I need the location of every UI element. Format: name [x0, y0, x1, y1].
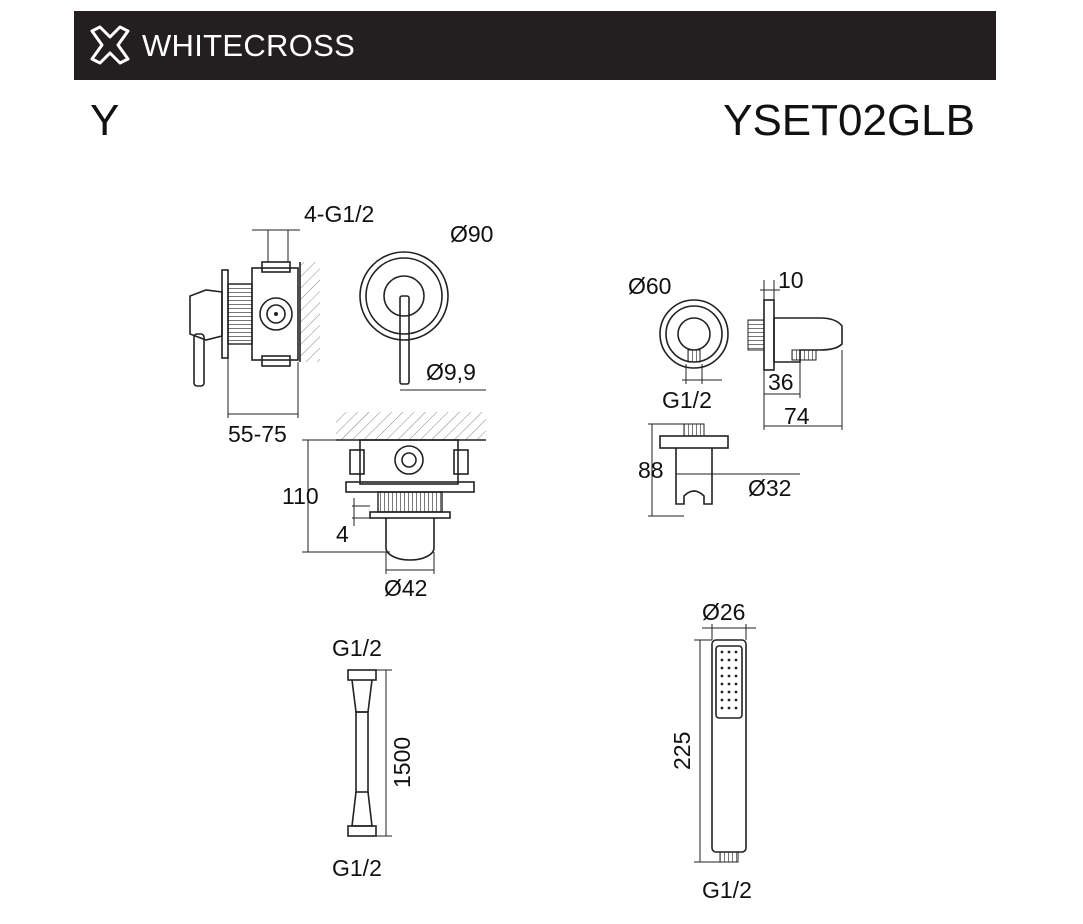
wall-outlet-top-view: 88 Ø32: [638, 423, 800, 517]
series-letter: Y: [90, 96, 120, 145]
hose-thread-top: G1/2: [332, 635, 382, 661]
mixer-front-view: Ø90 Ø9,9: [359, 221, 493, 391]
mixer-inlets-label: 4-G1/2: [304, 201, 374, 227]
hose-thread-bottom: G1/2: [332, 855, 382, 881]
outlet-depth-total: 74: [784, 403, 810, 429]
mixer-depth-label: 55-75: [228, 421, 287, 447]
mixer-top-view: 110 4 Ø42: [282, 412, 486, 601]
header-bar: WHITECROSS: [74, 11, 996, 80]
mixer-side-view: 4-G1/2 55-75: [189, 201, 374, 447]
outlet-diameter-label: Ø60: [628, 273, 671, 299]
holder-diameter-label: Ø32: [748, 475, 791, 501]
mixer-height-label: 110: [282, 483, 319, 509]
hand-shower-thread: G1/2: [702, 877, 752, 903]
outlet-depth-top: 10: [778, 267, 804, 293]
hand-shower-length: 225: [669, 732, 695, 770]
mixer-handle-diameter: Ø9,9: [426, 359, 476, 385]
mixer-offset-label: 4: [336, 521, 349, 547]
brand-name: WHITECROSS: [142, 28, 356, 63]
outlet-depth-inner: 36: [768, 369, 794, 395]
wall-outlet-front-view: Ø60 G1/2: [628, 273, 729, 413]
shower-hose: G1/2 1500 G1/2: [332, 635, 415, 881]
model-code: YSET02GLB: [723, 96, 975, 145]
mixer-body-diameter: Ø42: [384, 575, 427, 601]
whitecross-logo-icon: [90, 25, 130, 65]
spray-nozzles: [720, 650, 738, 710]
hand-shower-diameter: Ø26: [702, 599, 745, 625]
hand-shower: Ø26 225 G1/2: [669, 599, 756, 903]
hose-length-label: 1500: [389, 737, 415, 788]
outlet-thread-label: G1/2: [662, 387, 712, 413]
outlet-height-label: 88: [638, 457, 664, 483]
mixer-plate-diameter: Ø90: [450, 221, 493, 247]
wall-outlet-side-view: 10 36 74: [747, 267, 843, 430]
